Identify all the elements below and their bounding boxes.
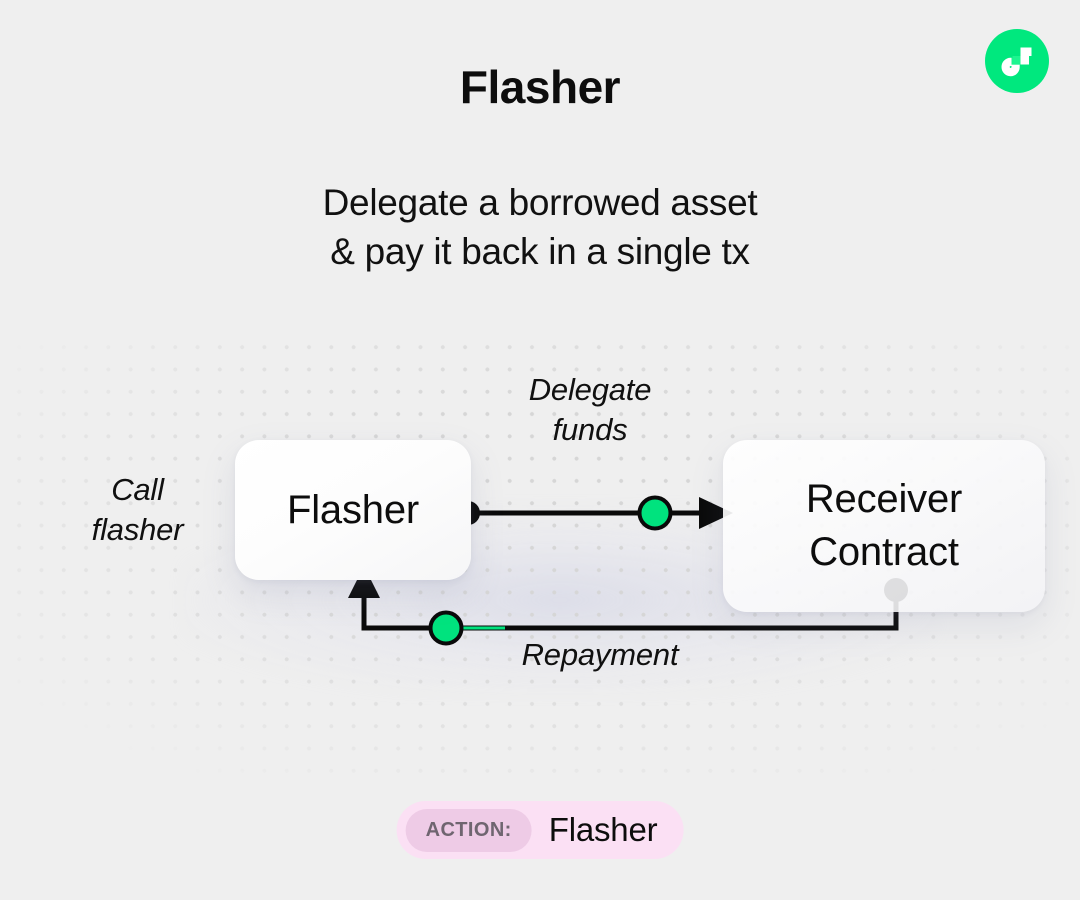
arrowhead-to-flasher — [348, 566, 380, 598]
edge-label-repayment: Repayment — [521, 637, 679, 672]
node-label-flasher: Flasher — [287, 487, 419, 532]
edge-delegate-funds — [456, 495, 733, 531]
brand-logo — [985, 29, 1049, 93]
node-card-receiver-contract[interactable]: Receiver Contract — [723, 440, 1045, 612]
action-badge-value: Flasher — [548, 811, 658, 848]
flashstake-f-logo-icon — [997, 41, 1037, 81]
flow-diagram: Flasher Receiver Contract Call flasher D… — [0, 330, 1080, 780]
action-badge[interactable]: ACTION: Flasher — [396, 801, 684, 859]
arrowhead-to-receiver — [699, 497, 733, 529]
node-card-flasher[interactable]: Flasher — [235, 440, 471, 580]
edge-label-call-flasher: Call flasher — [91, 472, 184, 547]
token-dot-repayment — [428, 610, 464, 646]
page-title: Flasher — [459, 61, 621, 113]
page-subtitle: Delegate a borrowed asset & pay it back … — [322, 182, 758, 273]
node-label-receiver-contract: Receiver Contract — [805, 477, 963, 574]
edge-label-delegate-funds: Delegate funds — [528, 372, 652, 447]
action-badge-key: ACTION: — [405, 808, 532, 852]
token-dot-delegate — [637, 495, 673, 531]
